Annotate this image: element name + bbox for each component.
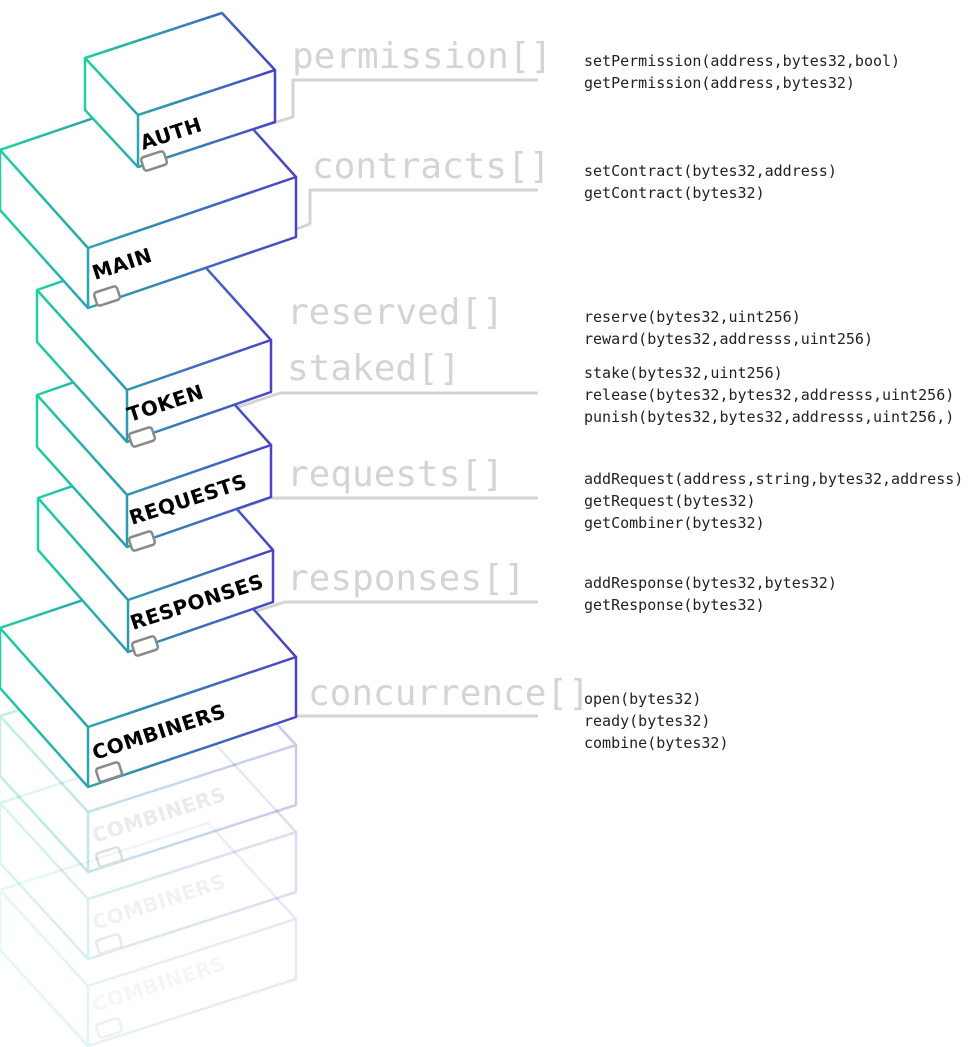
storage-label-token-staked: staked[]	[287, 348, 460, 389]
module-box-front-edge	[0, 715, 298, 872]
function-line: punish(bytes32,bytes32,addresss,uint256,…	[584, 408, 954, 426]
module-box-front-edge	[84, 57, 277, 167]
port-icon	[127, 530, 157, 552]
port-icon	[94, 761, 124, 783]
function-line: getCombiner(bytes32)	[584, 514, 765, 532]
module-box-front-edge	[36, 289, 273, 442]
port-icon	[127, 426, 157, 448]
function-lists: setPermission(address,bytes32,bool) getP…	[584, 52, 963, 752]
storage-label-main: contracts[]	[312, 146, 550, 187]
port-icon	[139, 150, 169, 172]
function-line: addRequest(address,string,bytes32,addres…	[584, 470, 963, 488]
port-icon	[92, 285, 122, 307]
function-line: reward(bytes32,addresss,uint256)	[584, 330, 873, 348]
storage-label-requests: requests[]	[287, 454, 504, 495]
module-box-front-edge	[36, 394, 273, 547]
module-box-outline	[83, 11, 277, 169]
function-line: getPermission(address,bytes32)	[584, 74, 855, 92]
port-icon	[94, 846, 124, 868]
module-box-front-edge	[0, 627, 298, 787]
ghost-module-combiners: COMBINERS	[0, 821, 298, 1047]
storage-label-responses: responses[]	[287, 558, 525, 599]
port-icon	[94, 1017, 124, 1039]
port-icon	[94, 933, 124, 955]
function-line: open(bytes32)	[584, 690, 701, 708]
function-line: getResponse(bytes32)	[584, 596, 765, 614]
module-auth: AUTH	[83, 11, 277, 172]
function-line: release(bytes32,bytes32,addresss,uint256…	[584, 386, 954, 404]
storage-label-token-reserved: reserved[]	[287, 292, 504, 333]
function-line: combine(bytes32)	[584, 734, 729, 752]
module-box-front-edge	[0, 149, 298, 308]
storage-label-combiners: concurrence[]	[308, 673, 590, 714]
storage-label-auth: permission[]	[292, 36, 552, 77]
function-line: setContract(bytes32,address)	[584, 162, 837, 180]
function-line: stake(bytes32,uint256)	[584, 364, 783, 382]
port-icon	[130, 635, 160, 657]
module-box-front-edge	[37, 497, 275, 652]
module-box-front-edge	[0, 889, 298, 1046]
module-box-outline	[0, 821, 298, 1047]
function-line: getContract(bytes32)	[584, 184, 765, 202]
function-line: ready(bytes32)	[584, 712, 710, 730]
function-line: getRequest(bytes32)	[584, 492, 756, 510]
module-box-front-edge	[0, 802, 298, 959]
function-line: reserve(bytes32,uint256)	[584, 308, 801, 326]
function-line: setPermission(address,bytes32,bool)	[584, 52, 900, 70]
storage-labels: permission[] contracts[] reserved[] stak…	[287, 36, 590, 714]
function-line: addResponse(bytes32,bytes32)	[584, 574, 837, 592]
